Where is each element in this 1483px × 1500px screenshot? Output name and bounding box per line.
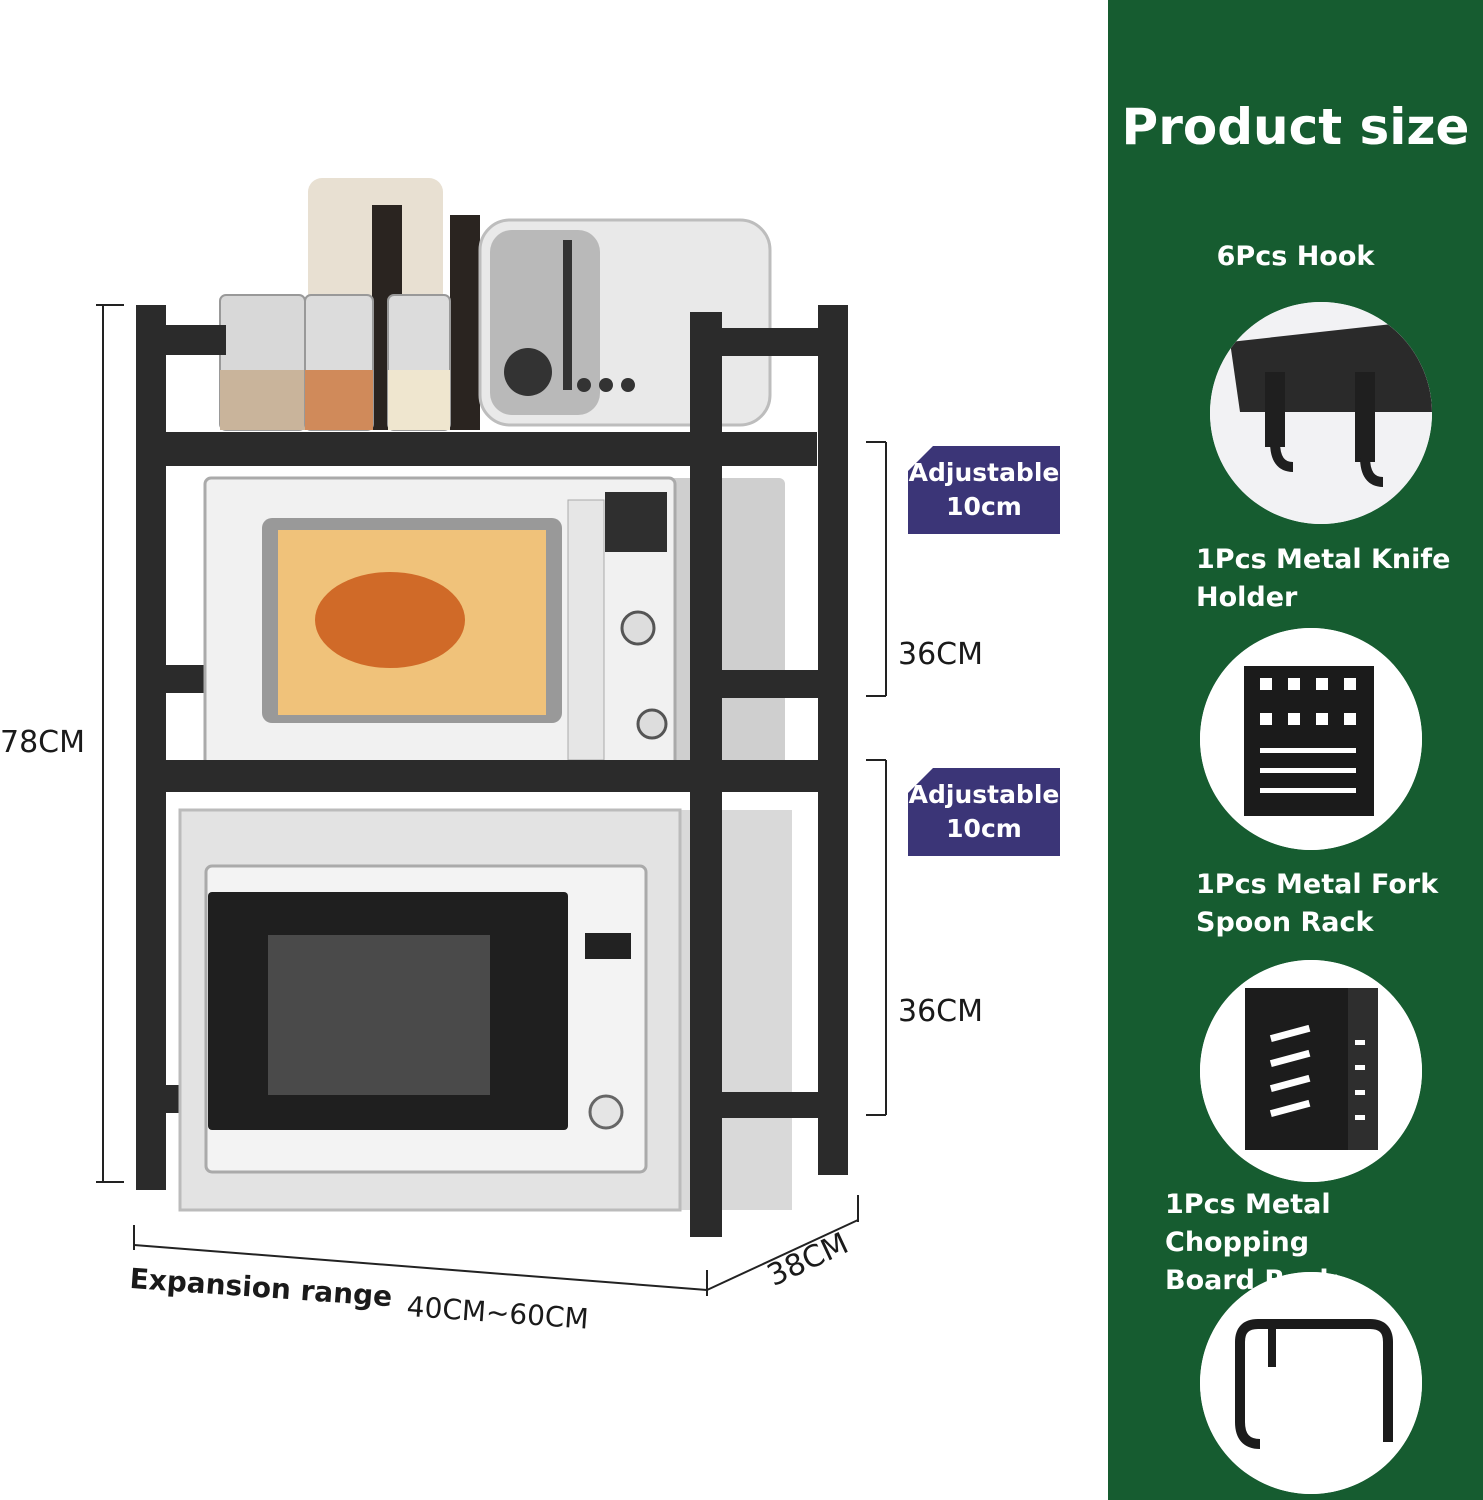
fork-spoon-rack-icon [1200,960,1422,1182]
shelf-rack-illustration [96,178,887,1296]
accessory-label-hooks: 6Pcs Hook [1216,241,1375,272]
chopping-board-rack-icon [1200,1272,1422,1494]
lower-shelf-height-label: 36CM [898,994,984,1029]
upper-shelf-height-label: 36CM [898,637,984,672]
badge-line1: Adjustable [908,458,1060,487]
hook-icon [1210,302,1432,524]
product-image-area: 78CM 36CM 36CM 38CM Expansion range 40CM… [0,178,1060,1336]
upper-microwave [203,476,785,775]
toaster [478,218,772,427]
product-size-title: Product size [1121,98,1470,156]
rack-post-front-right [690,312,722,1237]
spice-jars [219,178,480,431]
adjustable-badge-lower: Adjustable 10cm [907,768,1060,856]
rack-post-back-right [818,305,848,1175]
total-height-label: 78CM [0,725,86,760]
badge-line2: 10cm [946,492,1022,521]
knife-holder-icon [1200,628,1422,850]
accessory-label-fork-spoon-rack: 1Pcs Metal Fork Spoon Rack [1196,869,1439,938]
accessory-label-knife-holder: 1Pcs Metal Knife Holder [1196,544,1451,613]
rack-post-back-left [136,305,166,1190]
dimension-lines [96,304,887,1296]
adjustable-badge-upper: Adjustable 10cm [907,446,1060,534]
badge-line2: 10cm [946,814,1022,843]
badge-line1: Adjustable [908,780,1060,809]
